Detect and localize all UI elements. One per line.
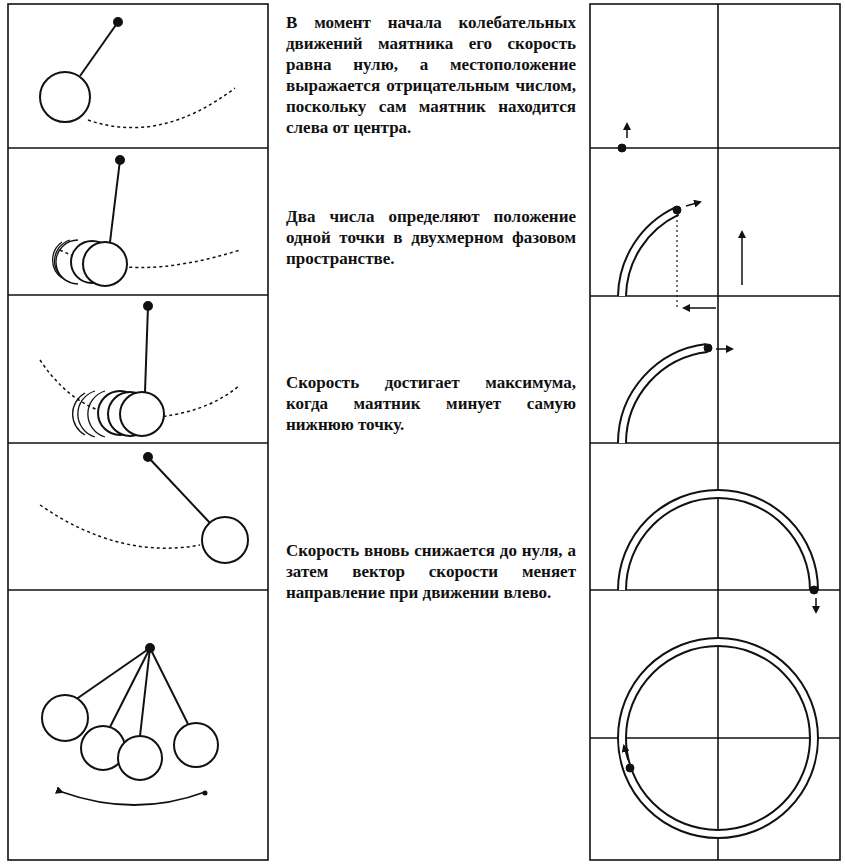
panel-frame [590,4,840,860]
pendulum [40,18,248,805]
phase-trajectory [618,124,818,834]
caption-text: Скорость вновь снижается до нуля, а зате… [286,540,576,603]
caption-text: Скорость достигает максимума, когда маят… [286,372,576,435]
panel-frame [8,4,268,860]
caption-text: Два числа определяют положение одной точ… [286,206,576,269]
caption-text: В момент начала колебательных движений м… [286,12,576,138]
